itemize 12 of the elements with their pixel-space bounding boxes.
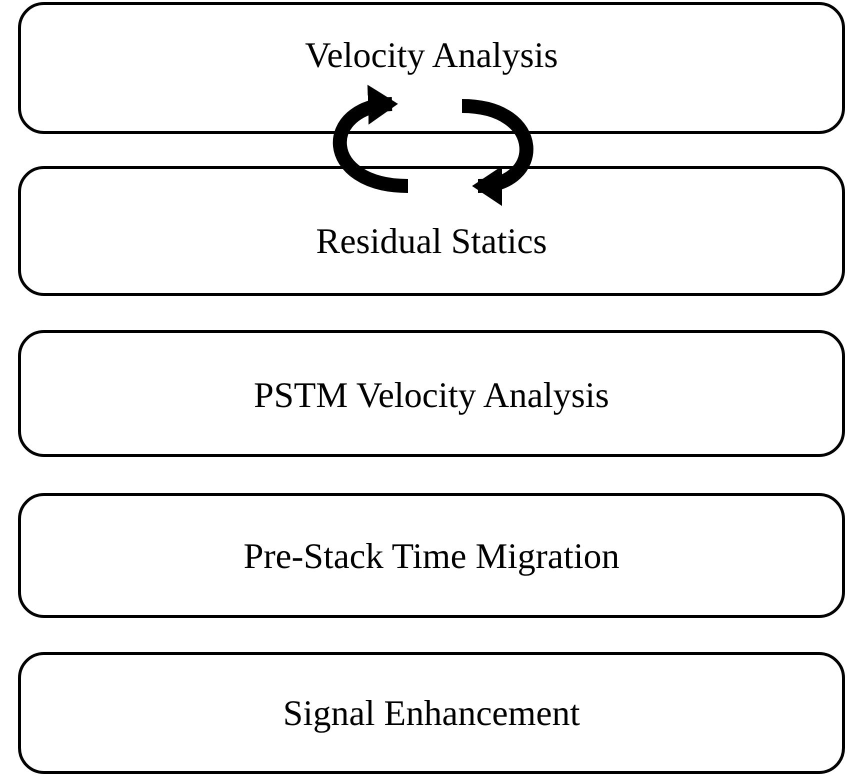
process-box	[18, 2, 845, 134]
step-label: Residual Statics	[316, 220, 547, 263]
step-label: PSTM Velocity Analysis	[254, 374, 610, 417]
step-label: Velocity Analysis	[305, 34, 558, 77]
cycle-arrow	[333, 87, 409, 193]
step-label: Pre-Stack Time Migration	[244, 535, 620, 578]
process-box	[18, 166, 845, 296]
process-box	[18, 330, 845, 457]
process-box	[18, 652, 845, 774]
process-box	[18, 493, 845, 618]
step-label: Signal Enhancement	[283, 692, 580, 735]
cycle-arrow	[461, 99, 534, 204]
